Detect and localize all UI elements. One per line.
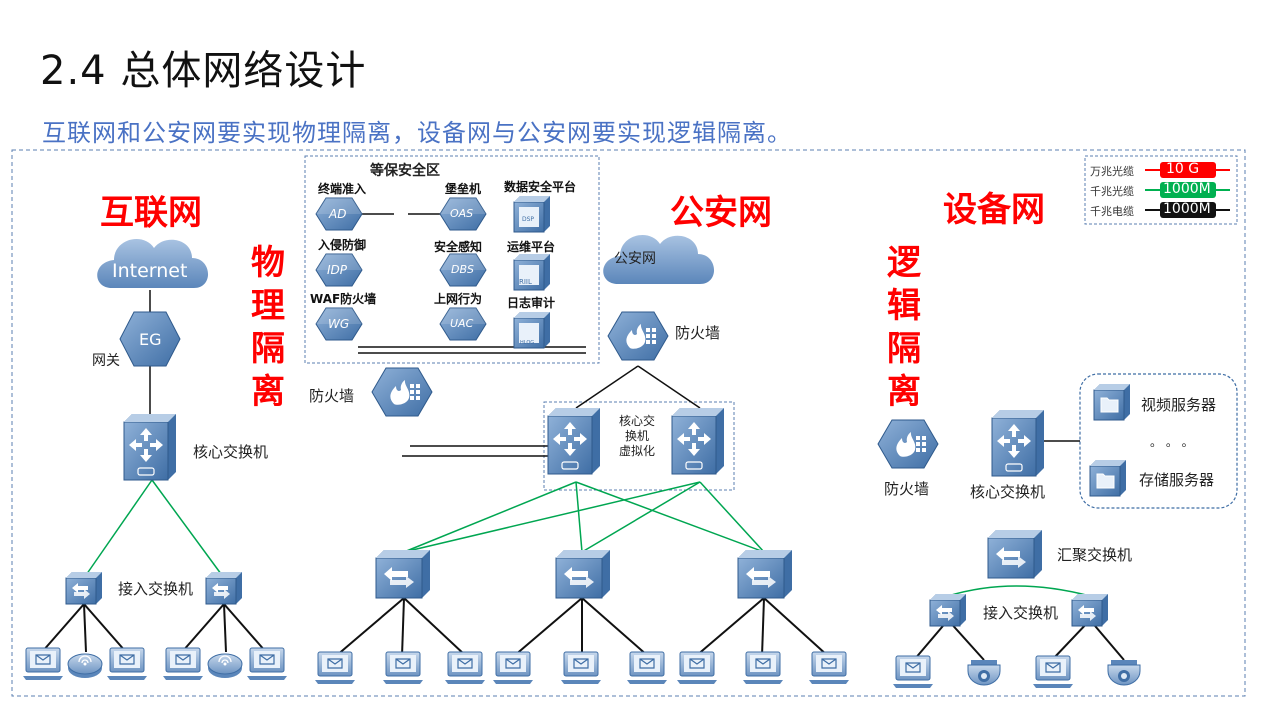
device-pc-icon[interactable] [1032, 655, 1074, 689]
internet-cloud-label: Internet [112, 260, 188, 282]
device-firewall-icon[interactable] [877, 419, 939, 469]
physical-isolation-label: 物 理 隔 离 [251, 243, 285, 412]
police-core-switch-1-icon[interactable] [547, 407, 601, 475]
security-zone-title: 等保安全区 [370, 163, 440, 179]
internet-access-switch-2-icon[interactable] [205, 571, 243, 605]
idp-icon-text: IDP [327, 263, 348, 277]
riil-label: 运维平台 [507, 240, 556, 254]
uac-icon-text: UAC [450, 317, 474, 330]
police-green-links [403, 481, 765, 553]
device-green-links [947, 585, 1091, 597]
internet-access-switch-1-icon[interactable] [65, 571, 103, 605]
police-firewall-icon[interactable] [607, 311, 669, 361]
internet-pc-icon[interactable] [22, 647, 64, 681]
internet-core-switch-icon[interactable] [123, 413, 177, 481]
police-pc-icon[interactable] [492, 651, 534, 685]
legend-label-10g: 万兆光缆 [1090, 165, 1134, 178]
police-pc-icon[interactable] [314, 651, 356, 685]
device-firewall-label: 防火墙 [884, 480, 930, 498]
police-left-firewall-icon[interactable] [371, 367, 433, 417]
ad-label: 终端准入 [318, 182, 367, 196]
device-access-switch-1-icon[interactable] [929, 593, 967, 627]
camera-icon[interactable] [1107, 659, 1141, 686]
oas-icon-text: OAS [450, 207, 474, 220]
internet-core-switch-label: 核心交换机 [193, 443, 269, 461]
dsp-icon-text: DSP [522, 216, 535, 223]
police-left-firewall-label: 防火墙 [309, 387, 355, 405]
internet-ap-icon[interactable] [67, 653, 103, 679]
internet-green-links [83, 479, 225, 579]
police-firewall-label: 防火墙 [675, 324, 721, 342]
internet-ap-icon[interactable] [207, 653, 243, 679]
device-access-links [913, 619, 1125, 661]
internet-pc-icon[interactable] [106, 647, 148, 681]
wg-label: WAF防火墙 [310, 292, 377, 306]
police-pc-icon[interactable] [560, 651, 602, 685]
police-access-switch-1-icon[interactable] [375, 549, 431, 599]
hlog-icon-text: HLOG [520, 340, 535, 346]
legend-label-1000m-fiber: 千兆光缆 [1090, 185, 1134, 198]
police-pc-icon[interactable] [808, 651, 850, 685]
camera-icon[interactable] [967, 659, 1001, 686]
logical-isolation-label: 逻 辑 隔 离 [887, 243, 921, 412]
dbs-icon-text: DBS [451, 263, 474, 276]
device-core-switch-label: 核心交换机 [970, 483, 1046, 501]
police-pc-icon[interactable] [382, 651, 424, 685]
internet-pc-icon[interactable] [246, 647, 288, 681]
police-access-switch-3-icon[interactable] [737, 549, 793, 599]
gateway-label: 网关 [92, 353, 120, 369]
zone-internet-title: 互联网 [100, 193, 202, 233]
outer-frame [11, 149, 1246, 697]
server-cluster-frame [1079, 373, 1238, 509]
police-links [358, 213, 701, 457]
police-pc-icon[interactable] [742, 651, 784, 685]
device-access-switch-2-icon[interactable] [1071, 593, 1109, 627]
dsp-platform-icon[interactable] [513, 195, 551, 233]
internet-access-links [41, 603, 267, 653]
security-zone-frame [304, 155, 600, 364]
oas-label: 堡垒机 [445, 182, 482, 196]
dbs-label: 安全感知 [434, 240, 483, 254]
ad-icon-text: AD [329, 207, 347, 221]
zone-device-title: 设备网 [943, 190, 1045, 230]
zone-police-title: 公安网 [670, 193, 772, 233]
core-virtualization-label: 核心交 换机 虚拟化 [618, 414, 655, 458]
idp-label: 入侵防御 [318, 238, 367, 252]
device-access-switch-label: 接入交换机 [983, 604, 1059, 622]
legend-value-1000m-fiber: 1000M [1163, 181, 1211, 197]
police-pc-icon[interactable] [626, 651, 668, 685]
legend-label-1000m-cable: 千兆电缆 [1090, 205, 1134, 218]
police-cloud-label: 公安网 [614, 251, 656, 267]
video-server-icon[interactable] [1093, 383, 1131, 421]
internet-pc-icon[interactable] [162, 647, 204, 681]
police-access-links [335, 597, 829, 657]
aggregation-switch-label: 汇聚交换机 [1057, 546, 1133, 564]
storage-server-label: 存储服务器 [1139, 471, 1215, 489]
video-server-label: 视频服务器 [1141, 396, 1217, 414]
police-pc-icon[interactable] [676, 651, 718, 685]
legend-frame [1084, 155, 1238, 225]
legend-value-10g: 10 G [1166, 161, 1200, 177]
device-pc-icon[interactable] [892, 655, 934, 689]
riil-icon-text: RIIL [519, 278, 532, 286]
device-core-switch-icon[interactable] [991, 409, 1045, 477]
server-ellipsis: 。 。 。 [1150, 435, 1194, 449]
slide-subtitle: 互联网和公安网要实现物理隔离，设备网与公安网要实现逻辑隔离。 [42, 119, 792, 147]
slide-title: 2.4 总体网络设计 [40, 48, 367, 94]
legend-value-1000m-cable: 1000M [1163, 201, 1211, 217]
internet-access-switch-label: 接入交换机 [118, 580, 194, 598]
police-core-switch-2-icon[interactable] [671, 407, 725, 475]
eg-icon-label: EG [139, 330, 162, 349]
hlog-label: 日志审计 [507, 296, 556, 310]
legend-lines [1145, 162, 1230, 218]
police-access-switch-2-icon[interactable] [555, 549, 611, 599]
eg-gateway-icon[interactable] [119, 311, 181, 367]
police-pc-icon[interactable] [444, 651, 486, 685]
wg-icon-text: WG [328, 317, 350, 331]
dsp-label: 数据安全平台 [504, 180, 577, 194]
storage-server-icon[interactable] [1089, 459, 1127, 497]
uac-label: 上网行为 [434, 292, 483, 306]
aggregation-switch-icon[interactable] [987, 529, 1043, 579]
